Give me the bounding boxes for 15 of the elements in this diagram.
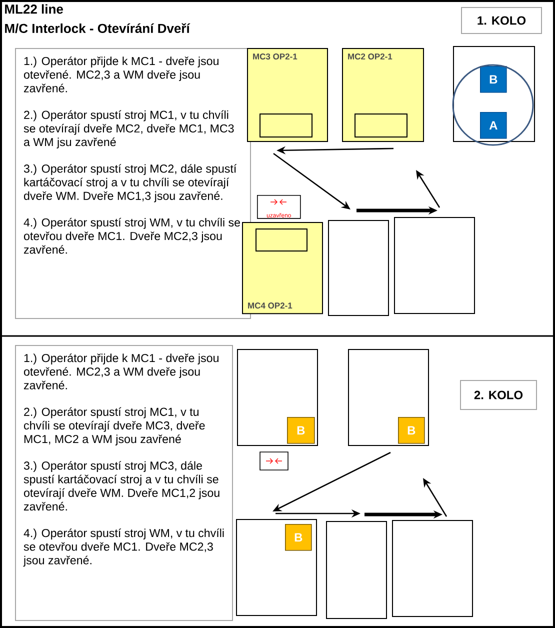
machine-box bbox=[237, 349, 318, 446]
title: ML22 line bbox=[5, 4, 63, 14]
machine-box bbox=[348, 349, 429, 446]
machine-box: MC2 OP2-1 bbox=[342, 48, 424, 142]
round-label-box: 1. KOLO bbox=[461, 7, 542, 34]
machine-box: MC3 OP2-1 bbox=[247, 48, 328, 142]
subtitle: M/C Interlock - Otevírání Dveří bbox=[5, 23, 190, 34]
machine-box: MC4 OP2-1 bbox=[242, 222, 323, 314]
round-label-box: 2. KOLO bbox=[460, 380, 537, 410]
machine-box bbox=[392, 520, 473, 617]
machine-box bbox=[394, 217, 475, 314]
machine-box bbox=[236, 519, 317, 616]
text-panel: 1.) Operátor přijde k MC1 - dveře jsou otevřené. MC2,3 a WM dveře jsou zavřené. 2.) Operátor spustí stroj MC1, v tu chvíli se otevírají dveře MC3, dveře MC1, MC2 a WM jsou zavřené 3.) Operátor spustí stroj MC3, dále spustí kartáčovací stroj a v tu chvíli se otevírají dveře WM. Dveře MC1,2 jsou zavřené. 4.) Operátor spustí stroj WM, v tu chvíli se otevřou dveře MC1. Dveře MC2,3 jsou zavřené. bbox=[15, 345, 233, 621]
machine-box bbox=[328, 220, 389, 316]
machine-box bbox=[326, 521, 387, 619]
